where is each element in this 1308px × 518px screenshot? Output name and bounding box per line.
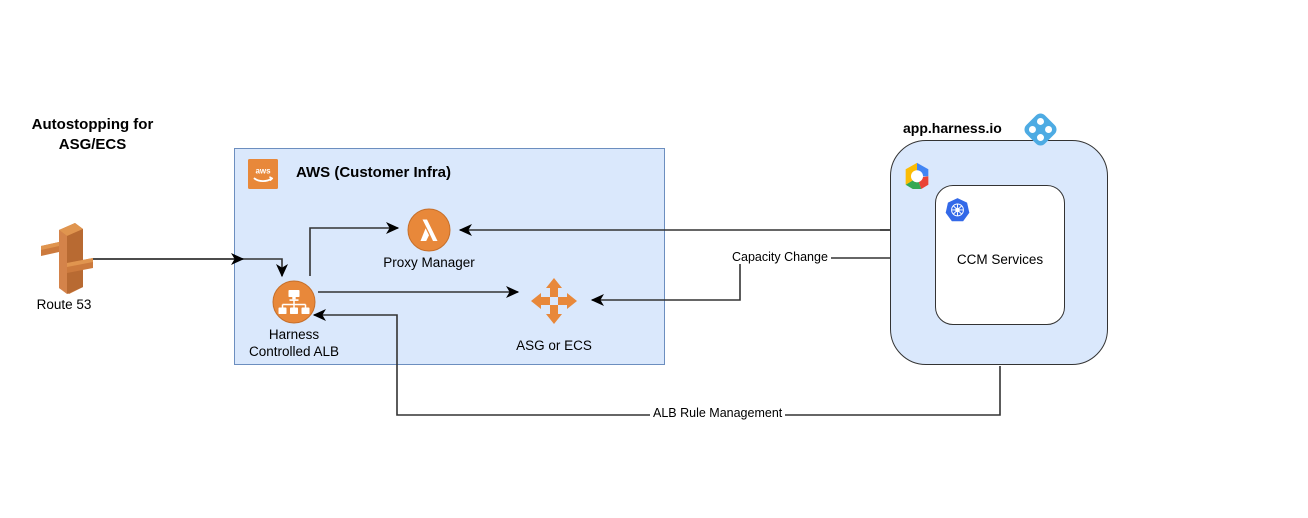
google-cloud-platform-icon xyxy=(900,160,934,194)
edge-label-capacity-change: Capacity Change xyxy=(729,250,831,264)
alb-label: Harness Controlled ALB xyxy=(248,327,340,359)
aws-lambda-icon xyxy=(407,208,451,252)
diagram-title: Autostopping for ASG/ECS xyxy=(31,116,154,154)
harness-domain-label: app.harness.io xyxy=(903,120,1002,136)
auto-scaling-group-icon xyxy=(528,275,580,327)
route53-dns-icon xyxy=(33,218,95,296)
edge-label-alb-rule-management: ALB Rule Management xyxy=(650,406,786,420)
ccm-services-box xyxy=(935,185,1065,325)
harness-logo-icon xyxy=(1023,112,1058,147)
route53-label: Route 53 xyxy=(36,297,92,312)
proxy-manager-label: Proxy Manager xyxy=(383,255,475,270)
ccm-services-label: CCM Services xyxy=(956,252,1044,267)
svg-text:aws: aws xyxy=(255,167,271,176)
aws-logo-icon: aws xyxy=(248,159,278,189)
asg-ecs-label: ASG or ECS xyxy=(516,338,592,353)
aws-container-title: AWS (Customer Infra) xyxy=(296,164,452,181)
kubernetes-icon xyxy=(944,197,971,224)
load-balancer-icon xyxy=(272,280,316,324)
